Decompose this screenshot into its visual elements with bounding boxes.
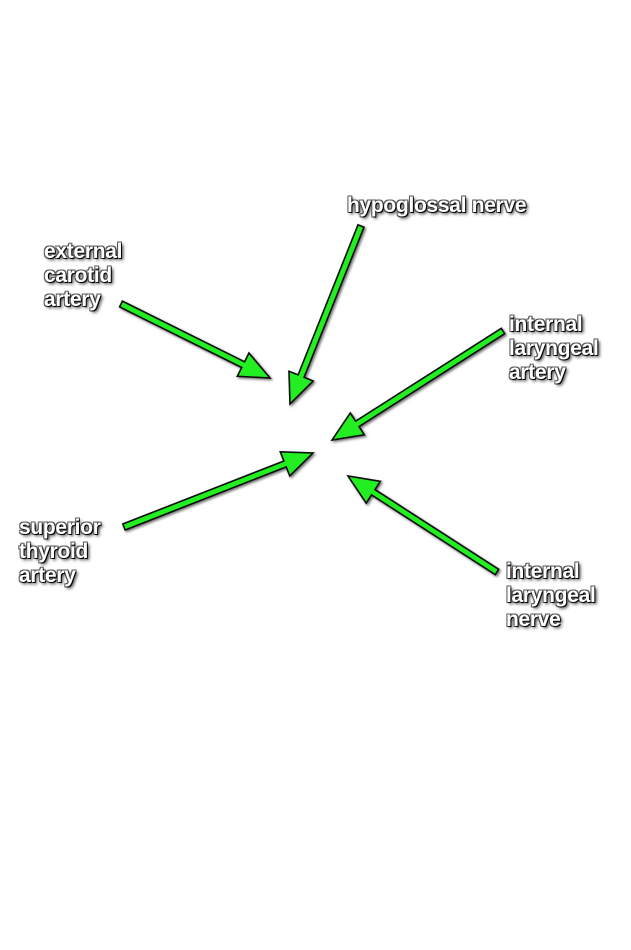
label-line: hypoglossal nerve <box>347 194 527 217</box>
arrow-external-carotid-artery <box>118 300 272 379</box>
label-line: artery <box>509 361 566 384</box>
arrow-superior-thyroid-artery <box>121 450 315 532</box>
label-line: artery <box>19 564 76 587</box>
arrow-hypoglossal-nerve <box>288 223 366 406</box>
label-line: superior <box>19 516 101 539</box>
label-internal-laryngeal-nerve: internal laryngeal nerve <box>506 560 596 632</box>
label-line: internal <box>509 313 583 336</box>
label-line: laryngeal <box>509 337 599 360</box>
label-line: artery <box>44 288 101 311</box>
label-line: nerve <box>506 608 561 631</box>
label-hypoglossal-nerve: hypoglossal nerve <box>347 194 527 218</box>
arrow-internal-laryngeal-nerve <box>346 474 500 576</box>
label-line: internal <box>506 560 580 583</box>
label-external-carotid-artery: external carotid artery <box>44 240 122 312</box>
label-line: laryngeal <box>506 584 596 607</box>
label-line: thyroid <box>19 540 89 563</box>
label-line: external <box>44 240 123 263</box>
label-superior-thyroid-artery: superior thyroid artery <box>19 516 101 588</box>
arrow-internal-laryngeal-artery <box>330 327 506 442</box>
label-line: carotid <box>44 264 112 287</box>
label-internal-laryngeal-artery: internal laryngeal artery <box>509 313 599 385</box>
